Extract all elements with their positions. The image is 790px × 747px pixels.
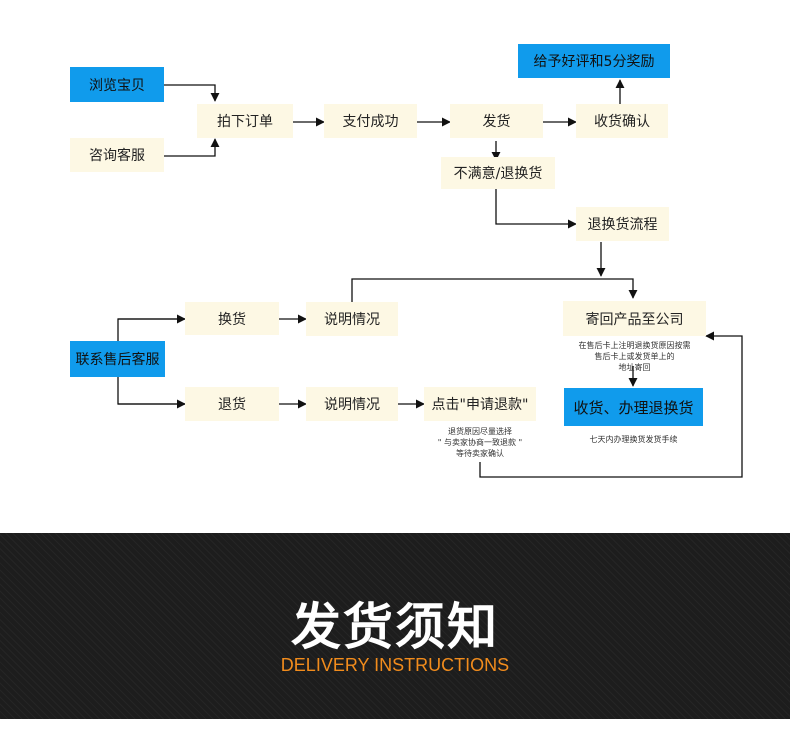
refund-note-line-2: " 与卖家协商一致退款 " <box>437 438 523 447</box>
exchange-node: 换货 <box>185 302 279 335</box>
mail-note-line-2: 售后卡上或发货单上的 <box>594 352 675 361</box>
refund-node: 退货 <box>185 387 279 421</box>
click-refund-node: 点击"申请退款" <box>424 387 536 421</box>
return-flow-node: 退换货流程 <box>576 207 669 241</box>
unsatisfied-node: 不满意/退换货 <box>441 157 555 189</box>
mail-back-node: 寄回产品至公司 <box>563 301 706 336</box>
banner-subtitle: DELIVERY INSTRUCTIONS <box>280 655 510 675</box>
order-node: 拍下订单 <box>197 104 293 138</box>
contact-service-node: 联系售后客服 <box>70 341 165 377</box>
explain-node-2: 说明情况 <box>306 387 398 421</box>
refund-note: 退货原因尽量选择 " 与卖家协商一致退款 " 等待卖家确认 <box>420 426 540 459</box>
arrow-unsatisfied-returnflow <box>495 189 577 229</box>
mail-back-note: 在售后卡上注明退换货原因按需 售后卡上或发货单上的 地址寄回 <box>563 340 706 373</box>
banner-title: 发货须知 <box>291 598 499 656</box>
consult-node: 咨询客服 <box>70 138 164 172</box>
browse-node: 浏览宝贝 <box>70 67 164 102</box>
arrow-consult-order <box>164 138 220 157</box>
mail-note-line-1: 在售后卡上注明退换货原因按需 <box>578 341 691 350</box>
delivery-banner: 发货须知 DELIVERY INSTRUCTIONS <box>0 533 790 719</box>
refund-note-line-3: 等待卖家确认 <box>456 449 504 458</box>
process-note: 七天内办理换货发货手续 <box>589 435 678 444</box>
arrow-browse-order <box>164 84 220 102</box>
flow-diagram: 浏览宝贝 咨询客服 拍下订单 支付成功 发货 收货确认 给予好评和5分奖励 不满… <box>70 44 743 478</box>
refund-note-line-1: 退货原因尽量选择 <box>448 427 512 436</box>
review-node: 给予好评和5分奖励 <box>518 44 670 78</box>
arrow-loop-back <box>479 331 743 478</box>
process-node: 收货、办理退换货 <box>564 388 703 426</box>
explain-node-1: 说明情况 <box>306 302 398 336</box>
receive-node: 收货确认 <box>576 104 668 138</box>
bottom-strip <box>0 719 790 747</box>
pay-node: 支付成功 <box>324 104 417 138</box>
mail-note-line-3: 地址寄回 <box>618 363 651 372</box>
ship-node: 发货 <box>450 104 543 138</box>
arrow-explain-mailback <box>351 278 638 302</box>
flow-connectors <box>117 79 743 478</box>
